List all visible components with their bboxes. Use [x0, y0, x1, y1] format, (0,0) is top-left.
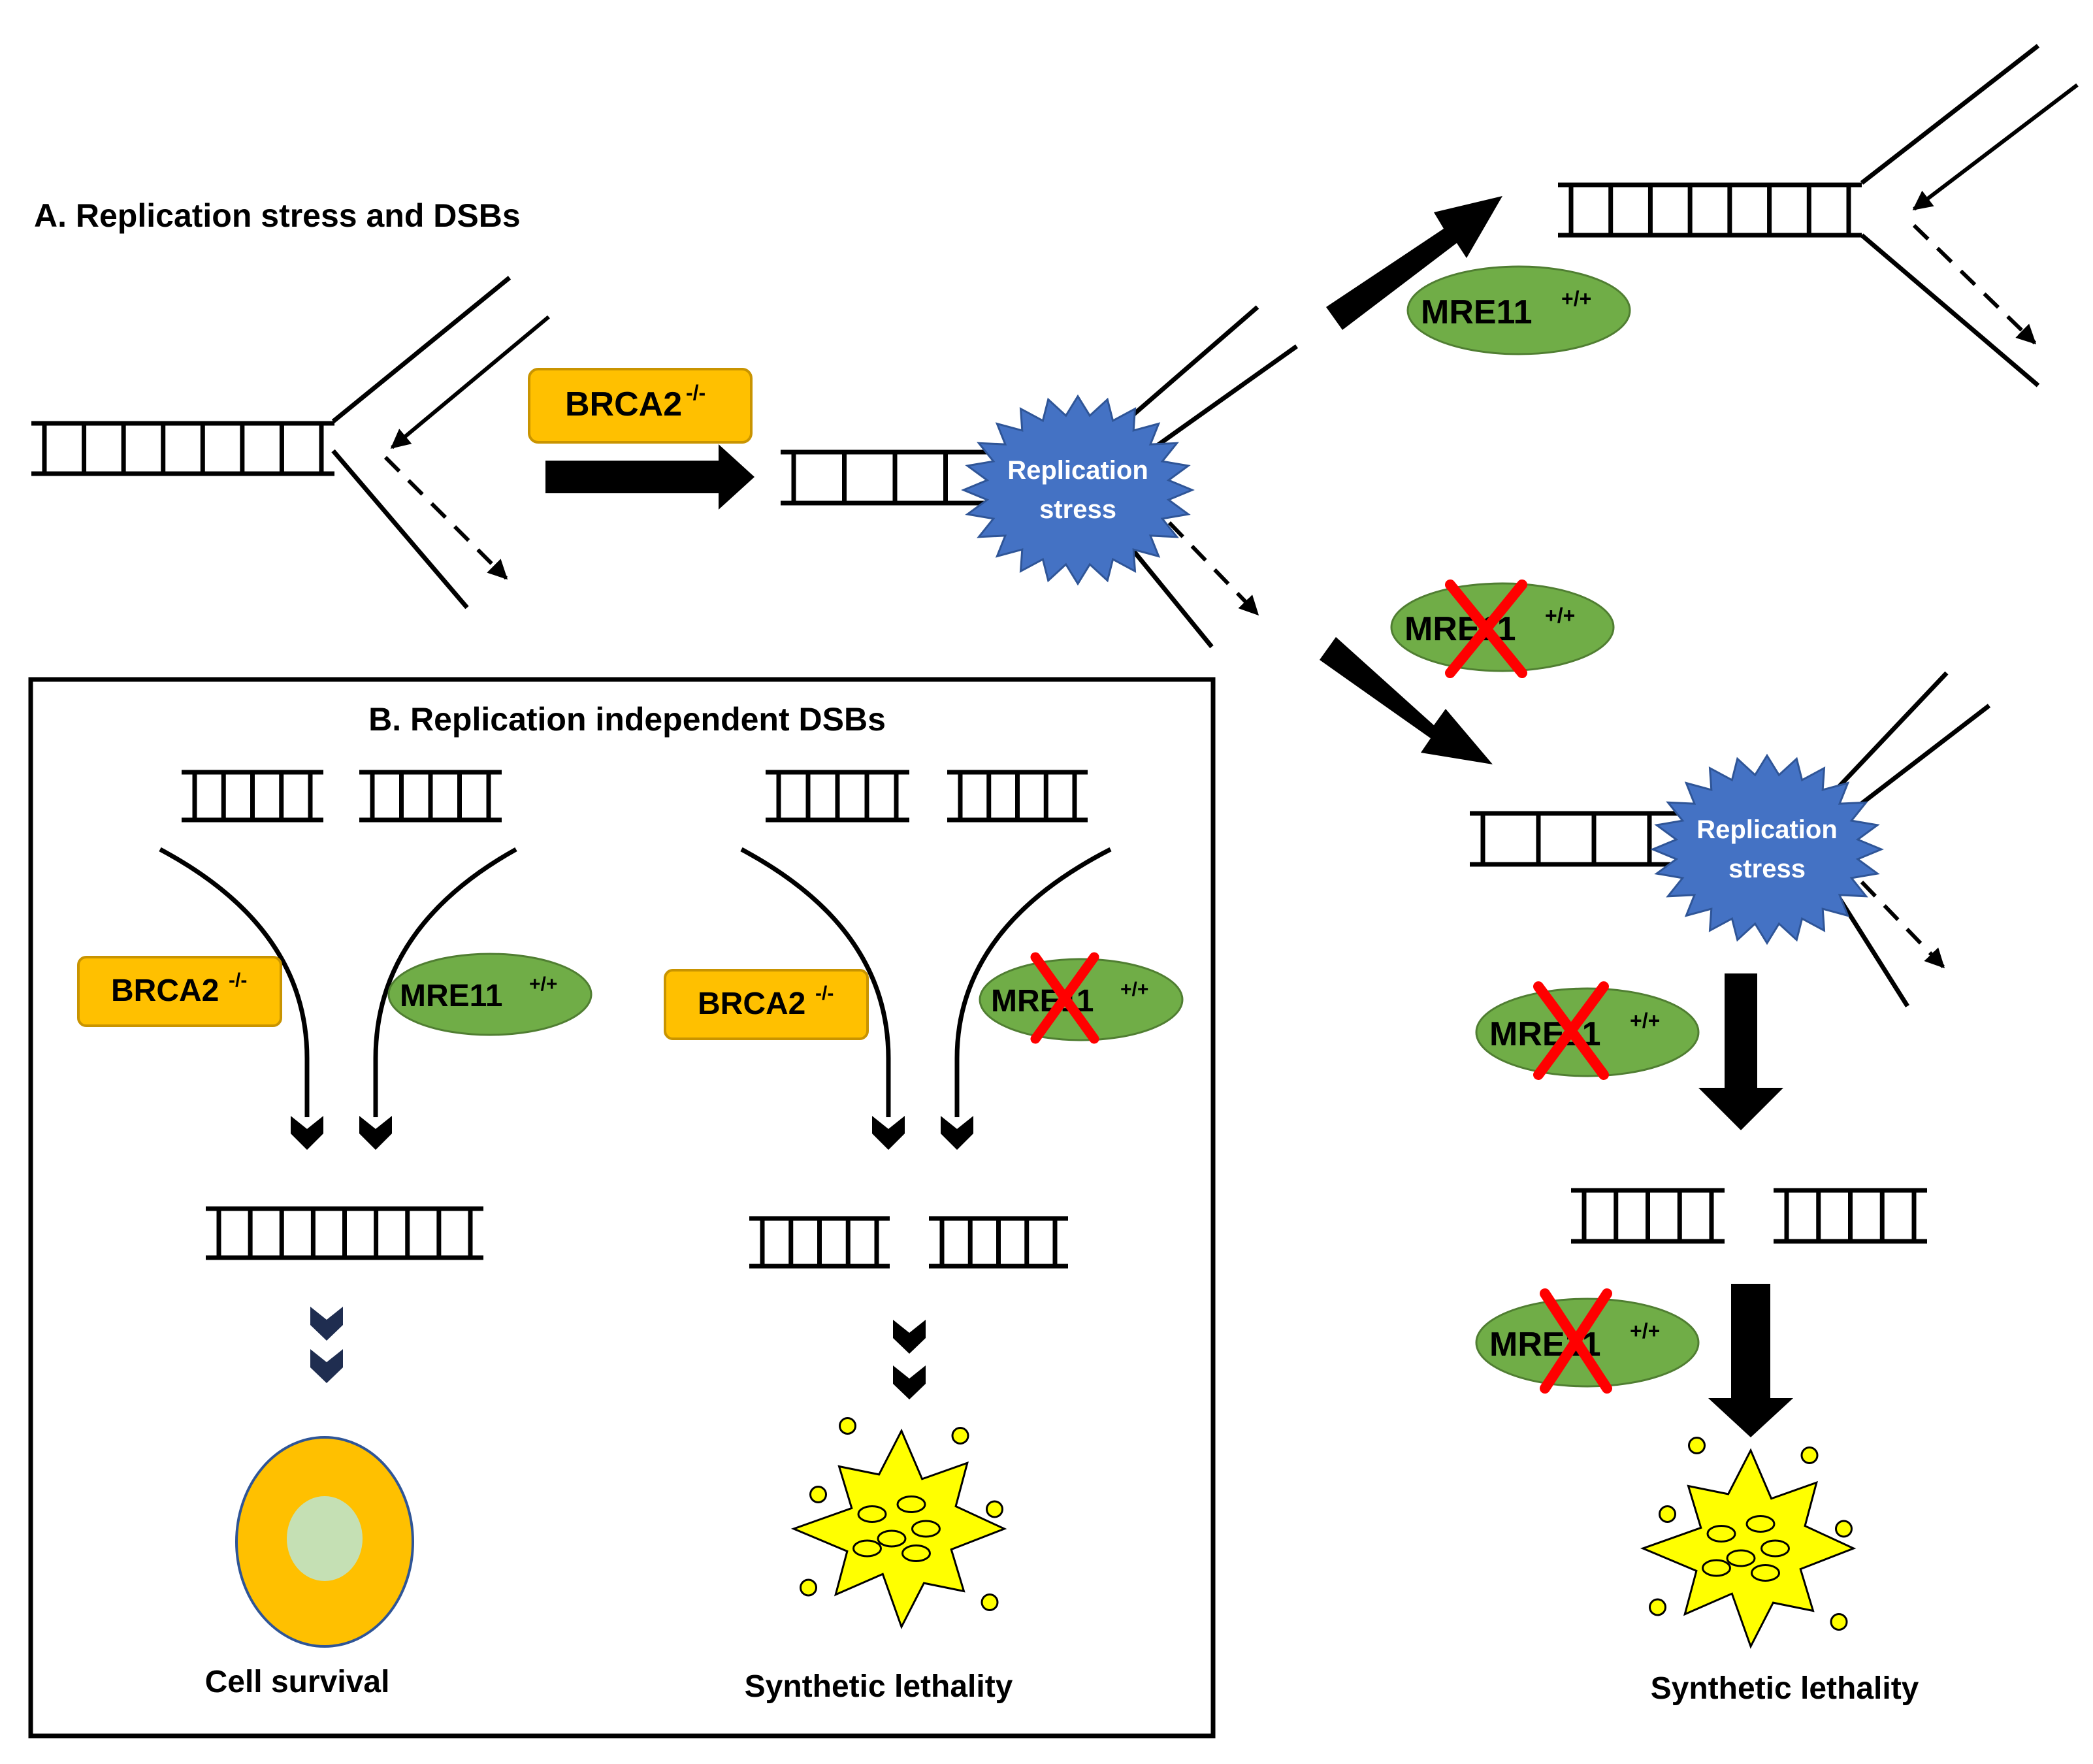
chevron-down-icon	[893, 1365, 926, 1399]
cell-death-burst-b	[790, 1417, 1007, 1629]
dna-fork-intact	[31, 276, 550, 610]
svg-text:+/+: +/+	[1545, 604, 1575, 627]
dna-fragments-panel-b	[182, 770, 1088, 823]
outcome-synthetic-lethality-b: Synthetic lethality	[745, 1669, 1013, 1704]
dna-ladder	[31, 421, 334, 476]
chevron-stack-left	[310, 1307, 343, 1383]
chevron-down-icon	[310, 1307, 343, 1341]
cross-mark-icon	[1533, 981, 1609, 1080]
svg-text:MRE11: MRE11	[400, 979, 502, 1013]
cross-mark-icon	[1030, 952, 1099, 1044]
cross-mark-icon	[1540, 1288, 1612, 1394]
outcome-synthetic-lethality-right: Synthetic lethality	[1651, 1671, 1919, 1706]
down-arrow-1	[1698, 973, 1783, 1130]
svg-text:+/+: +/+	[529, 973, 557, 995]
brca2-label-box-b-right: BRCA2 -/-	[664, 969, 869, 1040]
svg-text:+/+: +/+	[1630, 1009, 1660, 1032]
down-arrow-2	[1708, 1284, 1793, 1437]
brca2-label-box: BRCA2 -/-	[528, 368, 753, 444]
svg-text:+/+: +/+	[1120, 979, 1148, 1000]
repair-pathway-left	[159, 847, 517, 1150]
svg-text:Replication: Replication	[1696, 815, 1838, 844]
outcome-cell-survival: Cell survival	[205, 1665, 390, 1699]
replication-stress-starburst-2: Replication stress	[1650, 753, 1884, 945]
replication-stress-starburst: Replication stress	[961, 394, 1195, 586]
svg-text:-/-: -/-	[229, 970, 247, 991]
mre11-deficient-oval-2: MRE11 +/+	[1475, 981, 1700, 1080]
cross-mark-icon	[1445, 580, 1527, 678]
svg-text:BRCA2: BRCA2	[111, 973, 219, 1008]
cell-death-burst-right	[1640, 1437, 1857, 1649]
repair-pathway-right	[740, 847, 1112, 1150]
chevron-stack-right	[893, 1320, 926, 1399]
transition-arrow	[545, 444, 754, 510]
mre11-wildtype-oval: MRE11 +/+	[1406, 265, 1631, 355]
svg-text:MRE11: MRE11	[1421, 293, 1533, 331]
chevron-down-icon	[310, 1349, 343, 1383]
dna-double-strand-break	[1571, 1188, 1927, 1244]
chevron-down-icon	[941, 1116, 973, 1150]
chevron-down-icon	[872, 1116, 905, 1150]
svg-text:+/+: +/+	[1561, 287, 1591, 310]
chevron-down-icon	[359, 1116, 392, 1150]
svg-text:Replication: Replication	[1007, 456, 1148, 485]
svg-text:stress: stress	[1728, 855, 1806, 883]
mre11-deficient-oval-b: MRE11 +/+	[979, 952, 1184, 1044]
chevron-down-icon	[893, 1320, 926, 1354]
panel-a-title: A. Replication stress and DSBs	[34, 197, 521, 234]
brca2-label-box-b-left: BRCA2 -/-	[77, 956, 282, 1027]
svg-text:-/-: -/-	[815, 983, 834, 1004]
svg-text:BRCA2: BRCA2	[565, 385, 682, 423]
mre11-wildtype-oval-b: MRE11 +/+	[387, 953, 592, 1036]
surviving-cell	[235, 1436, 414, 1648]
chevron-down-icon	[291, 1116, 323, 1150]
svg-text:+/+: +/+	[1630, 1319, 1660, 1343]
broken-dna-unrepaired	[749, 1216, 1068, 1269]
repaired-dna	[206, 1206, 483, 1260]
svg-text:BRCA2: BRCA2	[698, 987, 805, 1021]
panel-b-title: B. Replication independent DSBs	[368, 701, 886, 738]
arrow-to-collapse	[1320, 637, 1493, 764]
panel-b-frame	[28, 677, 1216, 1739]
mre11-deficient-oval-3: MRE11 +/+	[1475, 1288, 1700, 1394]
dna-fork-restarted	[1558, 44, 2079, 387]
mre11-deficient-oval-1: MRE11 +/+	[1390, 580, 1615, 678]
arrow-to-restart	[1326, 196, 1502, 330]
svg-text:stress: stress	[1039, 495, 1116, 524]
svg-text:-/-: -/-	[686, 381, 706, 404]
